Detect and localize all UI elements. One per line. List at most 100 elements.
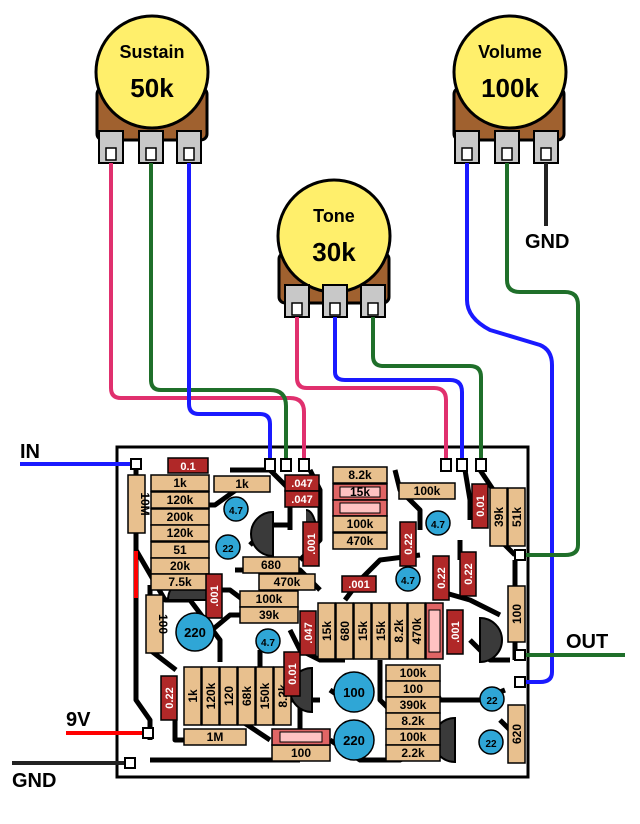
pot-sustain-lugs <box>98 130 202 164</box>
resistors-vertical: 10M 100 15k 680 15k 15k 8.2k 470k 1k 120… <box>127 474 526 764</box>
pot-tone-value: 30k <box>312 237 356 267</box>
pot-sustain: Sustain 50k <box>94 14 210 164</box>
svg-text:2.2k: 2.2k <box>401 746 425 760</box>
svg-text:0.22: 0.22 <box>463 563 475 584</box>
pot-tone-label: Tone <box>313 206 355 226</box>
svg-text:.001: .001 <box>348 579 369 591</box>
resistor: 100 <box>385 680 441 698</box>
svg-text:100k: 100k <box>400 730 427 744</box>
resistor: 100 <box>145 594 170 654</box>
electrolytic-cap: 220 <box>175 612 215 652</box>
resistor <box>332 499 388 517</box>
pot-volume-label: Volume <box>478 42 542 62</box>
resistor: 100k <box>385 664 441 682</box>
electrolytic-cap: 4.7 <box>425 510 451 536</box>
pads <box>124 458 526 769</box>
svg-text:8.2k: 8.2k <box>348 468 372 482</box>
svg-text:0.22: 0.22 <box>436 567 448 588</box>
svg-text:100: 100 <box>343 685 365 700</box>
film-cap: 0.22 <box>399 521 417 567</box>
resistor: 100k <box>239 590 299 608</box>
label-in: IN <box>20 441 40 463</box>
wire-sustain-lug1 <box>109 163 306 464</box>
resistor: 20k <box>150 557 210 575</box>
svg-text:68k: 68k <box>240 686 254 706</box>
svg-text:100k: 100k <box>414 484 441 498</box>
svg-text:15k: 15k <box>320 621 334 641</box>
label-9v: 9V <box>66 709 91 731</box>
resistor: 2.2k <box>385 744 441 762</box>
svg-text:4.7: 4.7 <box>229 506 243 517</box>
svg-text:39k: 39k <box>492 507 506 527</box>
electrolytic-cap: 220 <box>333 719 375 761</box>
svg-text:470k: 470k <box>274 575 301 589</box>
svg-text:1k: 1k <box>235 477 249 491</box>
svg-text:100k: 100k <box>256 592 283 606</box>
svg-text:4.7: 4.7 <box>401 576 415 587</box>
svg-text:470k: 470k <box>347 534 374 548</box>
svg-text:.001: .001 <box>209 585 221 606</box>
pot-volume-lugs <box>454 130 559 164</box>
transistor-q1 <box>250 510 274 558</box>
svg-text:120k: 120k <box>167 526 194 540</box>
resistor: 100k <box>332 515 388 533</box>
svg-text:0.22: 0.22 <box>403 533 415 554</box>
svg-text:0.22: 0.22 <box>164 687 176 708</box>
electrolytic-cap: 22 <box>478 729 504 755</box>
film-cap: .047 <box>284 490 320 508</box>
transistor-q4 <box>479 616 503 664</box>
resistor: 100k <box>385 728 441 746</box>
resistor: 100 <box>271 744 331 762</box>
svg-text:0.1: 0.1 <box>180 461 195 473</box>
svg-text:51k: 51k <box>510 507 524 527</box>
wire-sustain-lug3 <box>187 163 272 464</box>
resistors-horizontal: 1k 120k 200k 120k 51 20k 7.5k 1k 680 470… <box>150 466 456 762</box>
svg-text:20k: 20k <box>170 559 190 573</box>
resistor: 51k <box>507 487 526 547</box>
svg-text:4.7: 4.7 <box>431 520 445 531</box>
wire-volume-lug1 <box>465 163 554 684</box>
svg-text:.047: .047 <box>291 494 312 506</box>
electrolytic-cap: 22 <box>479 686 505 712</box>
label-out: OUT <box>566 631 608 653</box>
svg-text:100: 100 <box>510 604 524 624</box>
svg-text:220: 220 <box>184 625 206 640</box>
resistor <box>425 602 444 660</box>
electrolytic-cap: 4.7 <box>223 496 249 522</box>
resistor: 120k <box>150 524 210 542</box>
svg-text:390k: 390k <box>400 698 427 712</box>
resistor: 7.5k <box>150 573 210 591</box>
resistor: 680 <box>242 556 300 574</box>
film-capacitors: .047 .047 0.1 .001 .001 .001 0.22 0.22 .… <box>160 457 489 721</box>
pot-volume-value: 100k <box>481 73 539 103</box>
resistor: 39k <box>489 487 508 547</box>
svg-text:100: 100 <box>291 746 311 760</box>
pot-volume-knob <box>452 14 568 130</box>
film-cap: .001 <box>446 609 464 655</box>
svg-text:15k: 15k <box>356 621 370 641</box>
svg-text:15k: 15k <box>350 485 370 499</box>
pot-wires <box>12 163 625 765</box>
wire-volume-lug2 <box>505 163 580 557</box>
resistor: 8.2k <box>332 466 388 484</box>
film-cap: 0.01 <box>283 651 301 697</box>
resistor: 8.2k <box>389 602 408 660</box>
film-cap: 0.22 <box>459 551 477 597</box>
svg-text:.001: .001 <box>450 621 462 642</box>
resistor: 1k <box>213 475 271 493</box>
label-volume-gnd: GND <box>525 231 569 253</box>
svg-text:51: 51 <box>173 543 187 557</box>
pot-tone-knob <box>276 178 392 294</box>
electrolytic-cap: 4.7 <box>255 628 281 654</box>
svg-text:220: 220 <box>343 733 365 748</box>
film-cap: .047 <box>284 474 320 492</box>
resistor: 1k <box>183 666 202 726</box>
resistor: 120k <box>201 666 220 726</box>
svg-text:680: 680 <box>261 558 281 572</box>
svg-text:680: 680 <box>338 621 352 641</box>
svg-text:100: 100 <box>156 614 170 634</box>
resistor: 470k <box>407 602 426 660</box>
svg-text:22: 22 <box>486 696 498 707</box>
svg-text:.047: .047 <box>291 478 312 490</box>
film-cap: 0.1 <box>167 457 209 474</box>
